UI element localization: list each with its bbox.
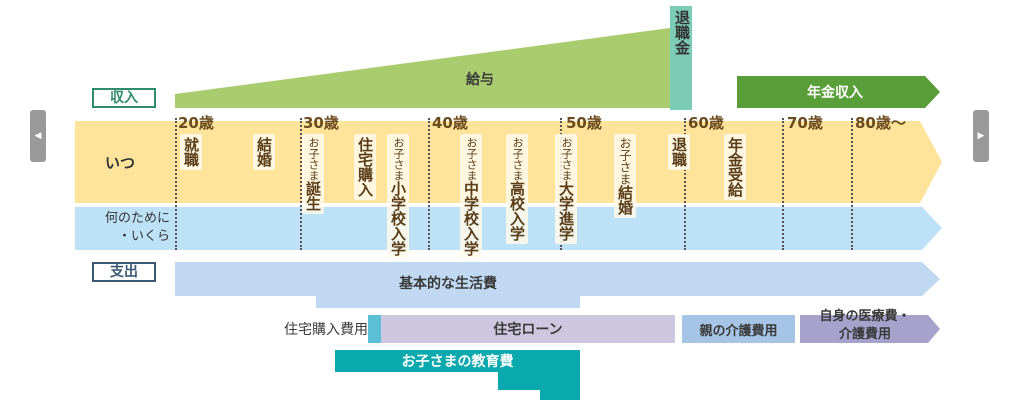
age-divider	[782, 118, 784, 250]
age-label: 20歳	[178, 114, 214, 132]
pension-income-label: 年金収入	[807, 85, 863, 101]
event-marriage: 結婚	[253, 134, 275, 170]
age-label: 40歳	[432, 114, 468, 132]
parent-care-bar	[682, 315, 795, 343]
education-label: お子さまの教育費	[401, 354, 514, 370]
living-cost-label: 基本的な生活費	[399, 276, 497, 292]
purpose-label-line1: 何のために	[104, 211, 170, 226]
home-loan-label: 住宅ローン	[493, 322, 563, 338]
age-divider	[684, 118, 686, 250]
next-slide-button[interactable]: ▶	[973, 110, 989, 162]
event-child-marriage: お子さま結婚	[614, 134, 636, 218]
income-label: 収入	[92, 88, 156, 108]
retirement-allowance-label: 退職金	[673, 10, 691, 55]
home-purchase-bar	[368, 315, 381, 343]
purpose-label: 何のために ・いくら	[80, 210, 170, 246]
age-divider	[175, 118, 177, 250]
event-retirement: 退職	[668, 134, 690, 170]
event-pension-start: 年金受給	[724, 134, 746, 200]
salary-label: 給与	[466, 72, 494, 88]
age-divider	[428, 118, 430, 250]
event-child-birth: お子さま誕生	[302, 134, 324, 214]
age-label: 30歳	[303, 114, 339, 132]
home-loan-bar	[381, 315, 675, 343]
event-child-high-school: お子さま高校入学	[506, 134, 528, 244]
age-label: 60歳	[688, 114, 724, 132]
event-child-junior-high: お子さま中学校入学	[460, 134, 482, 259]
event-child-elementary: お子さま小学校入学	[387, 134, 409, 259]
prev-slide-button[interactable]: ◀	[30, 110, 46, 162]
age-label: 70歳	[787, 114, 823, 132]
expense-label: 支出	[92, 262, 156, 282]
own-medical-line2: 介護費用	[838, 327, 891, 342]
living-cost-bar	[175, 262, 940, 308]
retirement-allowance-bar	[670, 6, 692, 110]
own-medical-line1: 自身の医療費・	[819, 309, 911, 324]
own-medical-label: 自身の医療費・ 介護費用	[800, 308, 930, 344]
education-bar	[335, 350, 580, 400]
age-label: 50歳	[566, 114, 602, 132]
event-home-purchase: 住宅購入	[354, 134, 376, 200]
parent-care-label: 親の介護費用	[699, 323, 778, 339]
salary-triangle	[175, 28, 670, 108]
event-child-university: お子さま大学進学	[555, 134, 577, 244]
when-label: いつ	[105, 154, 136, 172]
event-employment: 就職	[180, 134, 202, 170]
purpose-label-line2: ・いくら	[117, 229, 170, 244]
own-medical-arrow	[800, 315, 940, 343]
age-divider	[851, 118, 853, 250]
home-purchase-label: 住宅購入費用	[284, 322, 368, 338]
age-divider	[300, 118, 302, 250]
pension-arrow	[737, 76, 940, 108]
age-label: 80歳〜	[855, 114, 906, 132]
